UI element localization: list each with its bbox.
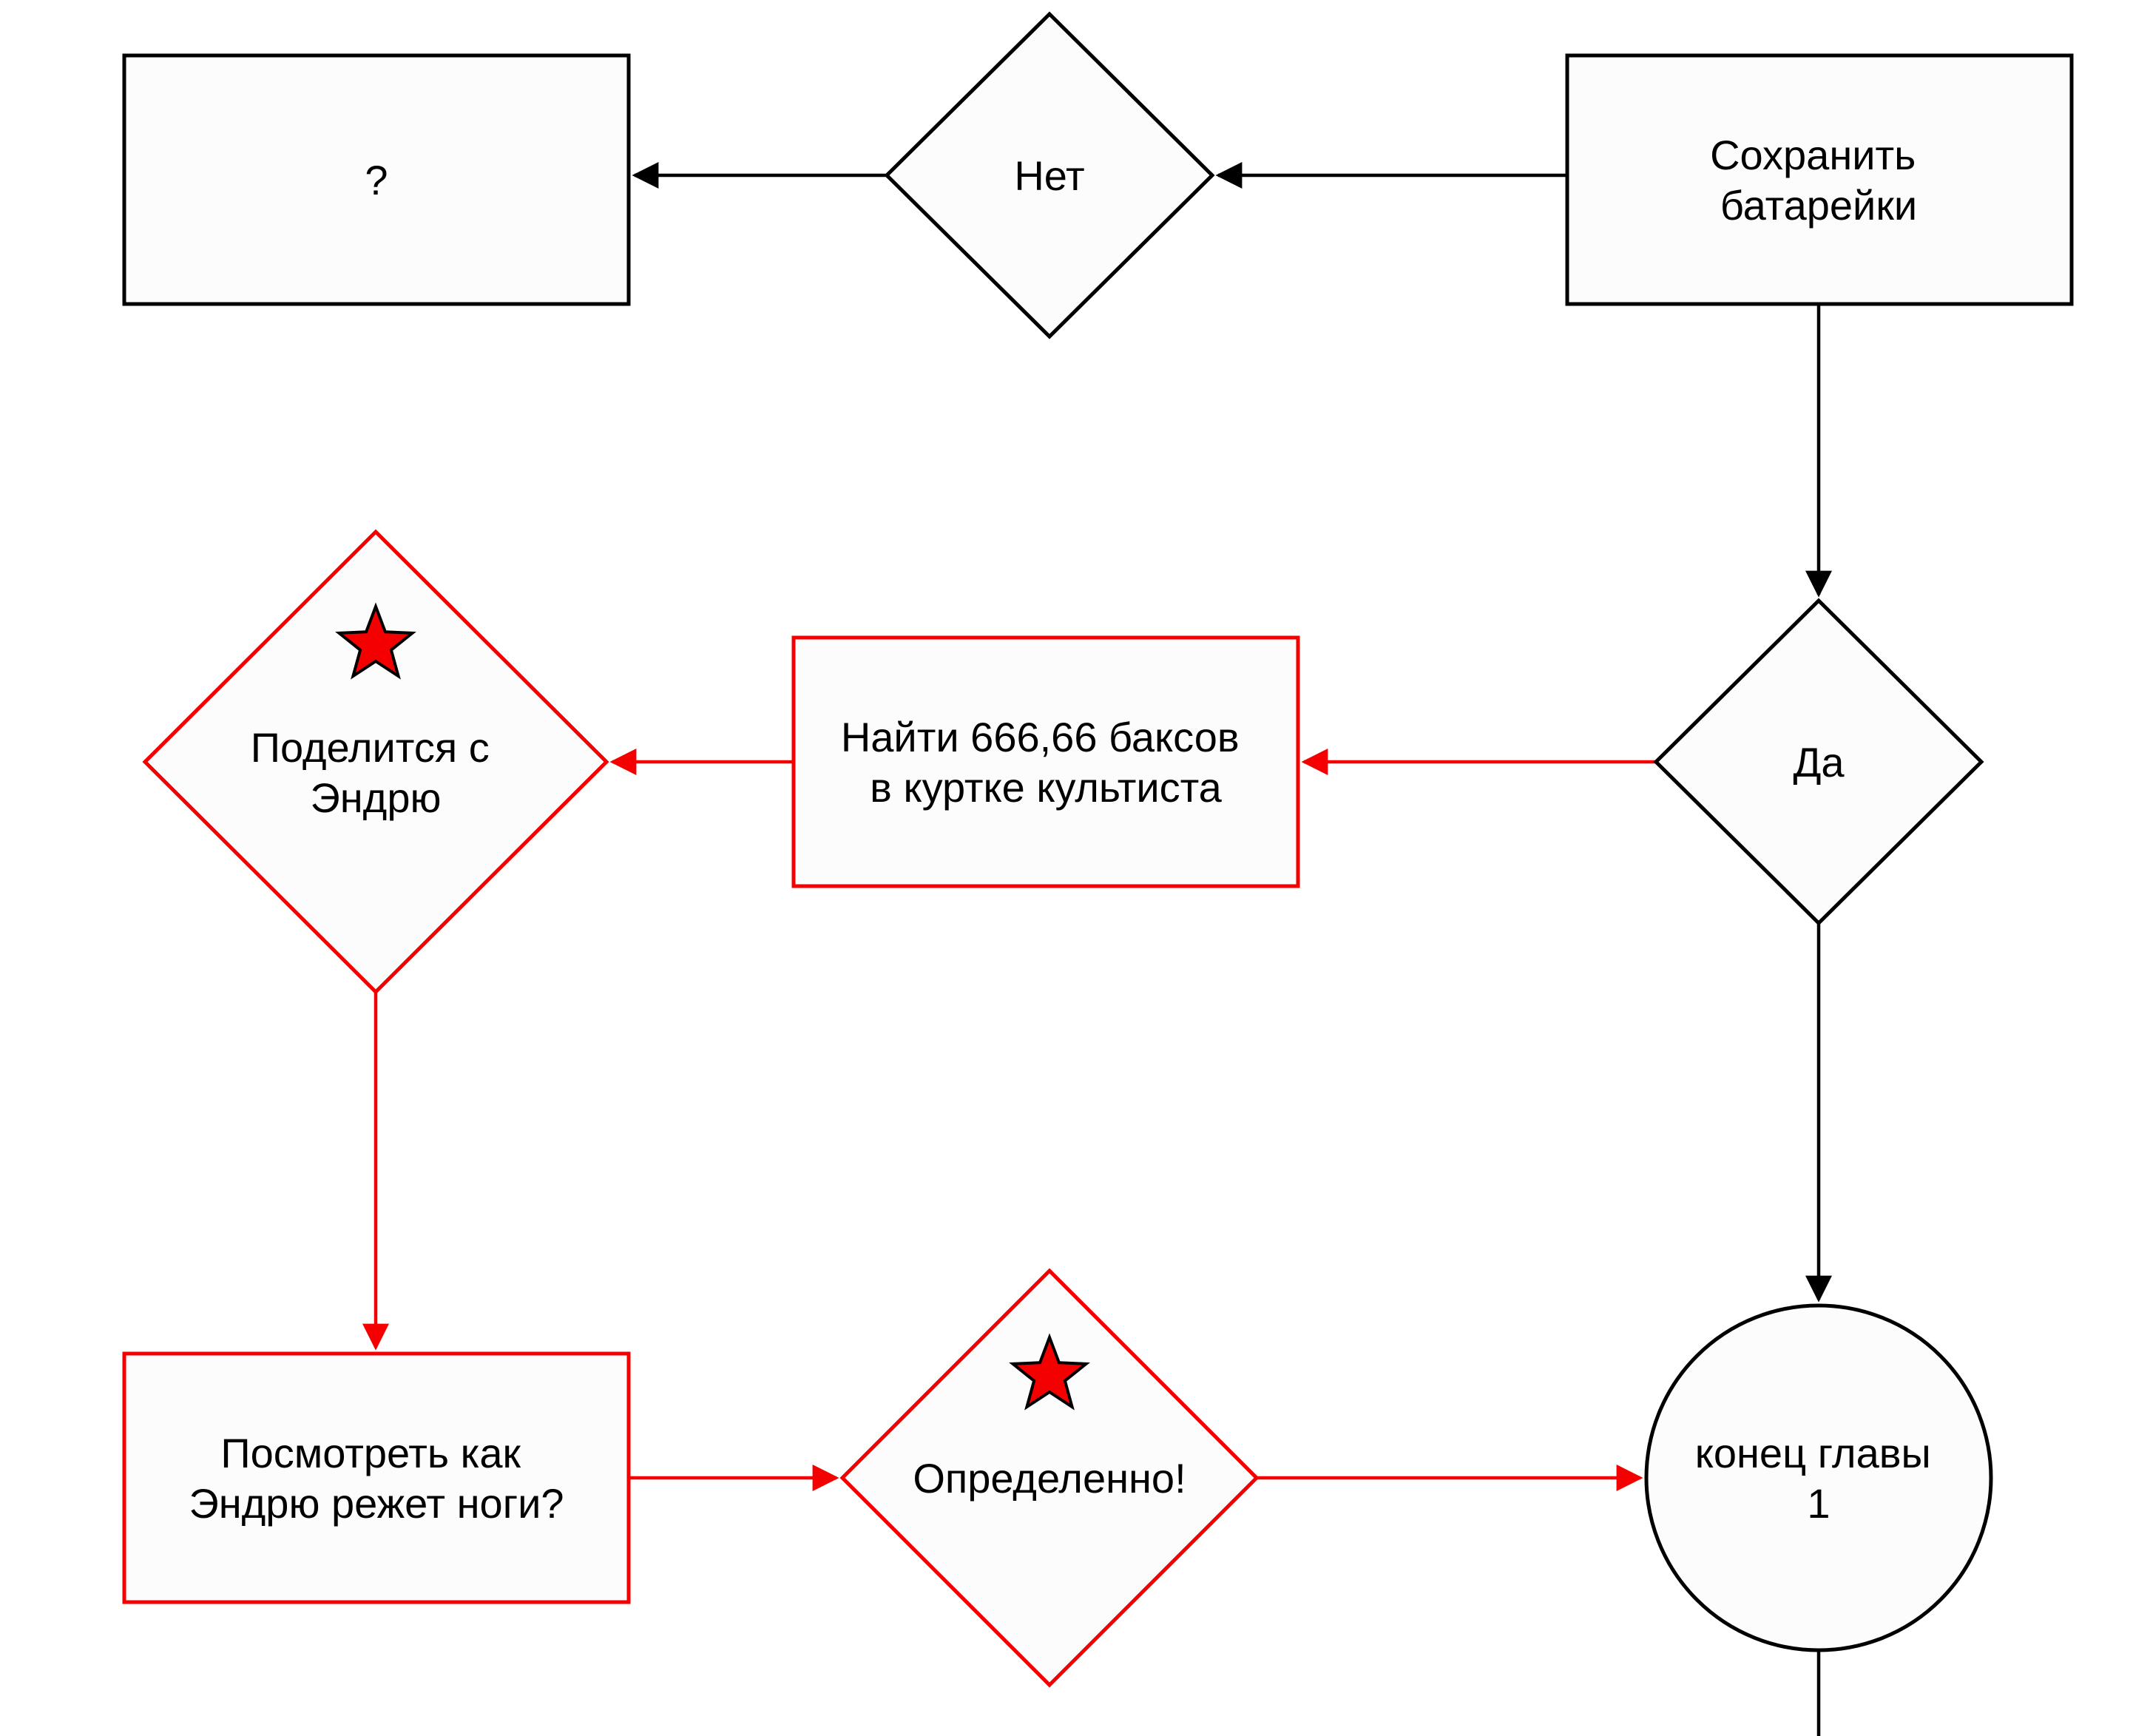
node-find-money: Найти 666,66 баксов в куртке культиста bbox=[791, 635, 1300, 888]
watch-andrew-rect bbox=[122, 1351, 631, 1604]
share-andrew-line-1: Поделится с bbox=[251, 724, 490, 771]
watch-andrew-label: Посмотреть как Эндрю режет ноги? bbox=[189, 1430, 564, 1527]
save-batteries-rect bbox=[1565, 53, 2074, 306]
save-batteries-label: Сохранить батарейки bbox=[1710, 132, 1927, 229]
node-yes: Да bbox=[1653, 598, 1984, 926]
share-andrew-diamond bbox=[142, 529, 609, 995]
star-icon bbox=[335, 602, 416, 680]
question-rect bbox=[122, 53, 631, 306]
question-label: ? bbox=[365, 157, 388, 203]
share-andrew-line-2: Эндрю bbox=[311, 774, 442, 821]
node-no: Нет bbox=[884, 11, 1215, 340]
end-chapter-line-2: 1 bbox=[1807, 1480, 1830, 1527]
no-label: Нет bbox=[1014, 152, 1084, 199]
yes-label: Да bbox=[1793, 739, 1845, 786]
find-money-line-2: в куртке культиста bbox=[870, 764, 1223, 811]
watch-andrew-line-1: Посмотреть как bbox=[220, 1430, 521, 1476]
find-money-rect bbox=[791, 635, 1300, 888]
watch-andrew-line-2: Эндрю режет ноги? bbox=[189, 1480, 564, 1527]
save-batteries-line-2: батарейки bbox=[1720, 182, 1917, 229]
find-money-line-1: Найти 666,66 баксов bbox=[841, 714, 1240, 760]
share-andrew-label: Поделится с Эндрю bbox=[251, 724, 501, 821]
node-watch-andrew: Посмотреть как Эндрю режет ноги? bbox=[122, 1351, 631, 1604]
edges bbox=[362, 162, 1832, 1736]
node-save-batteries: Сохранить батарейки bbox=[1565, 53, 2074, 306]
no-diamond bbox=[884, 11, 1215, 340]
save-batteries-line-1: Сохранить bbox=[1710, 132, 1916, 178]
yes-diamond bbox=[1653, 598, 1984, 926]
node-question: ? bbox=[122, 53, 631, 306]
end-chapter-circle bbox=[1644, 1303, 1993, 1652]
node-share-andrew: Поделится с Эндрю bbox=[142, 529, 609, 995]
find-money-label: Найти 666,66 баксов в куртке культиста bbox=[841, 714, 1251, 811]
node-definitely: Определенно! bbox=[839, 1268, 1260, 1688]
star-icon bbox=[1009, 1333, 1090, 1411]
definitely-diamond bbox=[839, 1268, 1260, 1688]
node-end-chapter: конец главы 1 bbox=[1644, 1303, 1993, 1652]
end-chapter-line-1: конец главы bbox=[1695, 1430, 1931, 1476]
definitely-label: Определенно! bbox=[913, 1455, 1186, 1502]
end-chapter-label: конец главы 1 bbox=[1695, 1430, 1943, 1527]
